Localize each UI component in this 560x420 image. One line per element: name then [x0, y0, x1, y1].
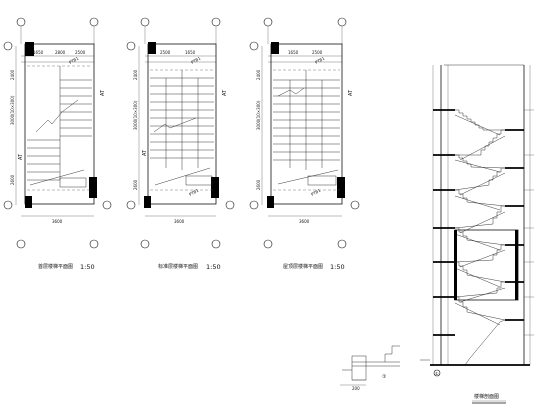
plan-scale: 1:50 [80, 263, 95, 271]
top-dim-label: 2500 [312, 50, 323, 55]
column [515, 230, 518, 300]
section-marker: ① [435, 371, 439, 376]
axis-bubble [16, 239, 26, 249]
stair-well-outline [270, 43, 343, 205]
left-dim-label: 3000(10×300) [256, 100, 261, 130]
axis-bubble [350, 200, 360, 210]
width-dim-label: 3600 [299, 219, 310, 224]
left-dim-label: 2600 [10, 174, 15, 185]
top-dim-label: 2500 [75, 50, 86, 55]
stair-well-outline [24, 43, 95, 205]
left-dim-label: 2600 [133, 179, 138, 190]
axis-bubble [126, 41, 136, 51]
stair-section: ① 楼梯剖面图 [420, 64, 534, 404]
axis-bubble [126, 200, 136, 210]
axis-bubble [140, 239, 150, 249]
left-dim-label: 2600 [256, 179, 261, 190]
top-dim-label: 1650 [185, 50, 196, 55]
left-dim-label: 3000(10×300) [133, 100, 138, 130]
column [144, 196, 151, 208]
stair-label: AT [18, 153, 24, 160]
detail-title: ① [382, 374, 387, 380]
stair-label: AT [222, 89, 228, 96]
axis-bubble [211, 17, 221, 27]
elevation-marks [524, 65, 534, 365]
detail-one: 200 ① [340, 345, 400, 391]
axis-bubble [225, 200, 235, 210]
axis-bubble [89, 239, 99, 249]
beam-label: PTB1 [310, 187, 322, 196]
plan-title: 标准层楼梯平面图 [158, 263, 198, 270]
column [267, 196, 274, 208]
axis-bubble [249, 200, 259, 210]
axis-bubble [337, 17, 347, 27]
column [89, 177, 97, 198]
axis-bubble [211, 239, 221, 249]
axis-bubble [140, 17, 150, 27]
axis-bubble [263, 17, 273, 27]
beam-label: PTB1 [68, 55, 80, 64]
column [337, 177, 345, 198]
treads-left [27, 139, 60, 181]
detail-dim: 200 [352, 386, 360, 391]
column [271, 42, 279, 54]
axis-bubble [249, 41, 259, 51]
left-dim-label: 2400 [133, 69, 138, 80]
plan-roof-floor: 1650 2500 2400 3000(10×300) 2600 [249, 17, 360, 271]
axis-bubble [102, 200, 112, 210]
left-dim-label: 2400 [10, 69, 15, 80]
section-title: 楼梯剖面图 [474, 393, 499, 400]
axis-bubble [433, 369, 441, 377]
column [454, 230, 457, 300]
left-dim-label: 3000(10×300) [10, 95, 15, 125]
width-dim-label: 3600 [52, 219, 63, 224]
column [25, 196, 32, 208]
plan-title: 首层楼梯平面图 [38, 263, 73, 270]
axis-bubble [89, 17, 99, 27]
axis-bubble [263, 239, 273, 249]
axis-bubble [3, 200, 13, 210]
left-dim-label: 2400 [256, 69, 261, 80]
treads-right [60, 79, 92, 137]
beam-label: PTB1 [190, 55, 202, 64]
width-dim-label: 3600 [174, 219, 185, 224]
stair-well-outline [147, 43, 217, 205]
axis-bubble [337, 239, 347, 249]
plan-scale: 1:50 [206, 263, 221, 271]
section-frame [454, 229, 519, 301]
plan-standard-floor: 2500 1650 2400 3000(10×300) 2600 [126, 17, 235, 271]
top-dim-label: 2500 [160, 50, 171, 55]
top-dim-label: 2800 [55, 50, 66, 55]
axis-bubble [3, 41, 13, 51]
plan-title: 屋顶层楼梯平面图 [283, 263, 323, 270]
top-dim-label: 1650 [33, 50, 44, 55]
plan-ground-floor: 1650 2800 2500 2400 3000(10×300) 2600 [3, 17, 112, 271]
stair-flights [454, 109, 506, 366]
column [25, 42, 34, 56]
axis-bubble [16, 17, 26, 27]
beam-label: PTB1 [314, 55, 326, 64]
plan-scale: 1:50 [330, 263, 345, 271]
top-dim-label: 1650 [288, 50, 299, 55]
treads [273, 79, 340, 161]
floor-slabs [433, 109, 524, 336]
column [211, 177, 219, 198]
stair-label: AT [100, 89, 106, 96]
beam-label: PTB1 [188, 187, 200, 196]
stair-label: AT [142, 149, 148, 156]
stair-label: AT [348, 89, 354, 96]
column [148, 42, 156, 54]
